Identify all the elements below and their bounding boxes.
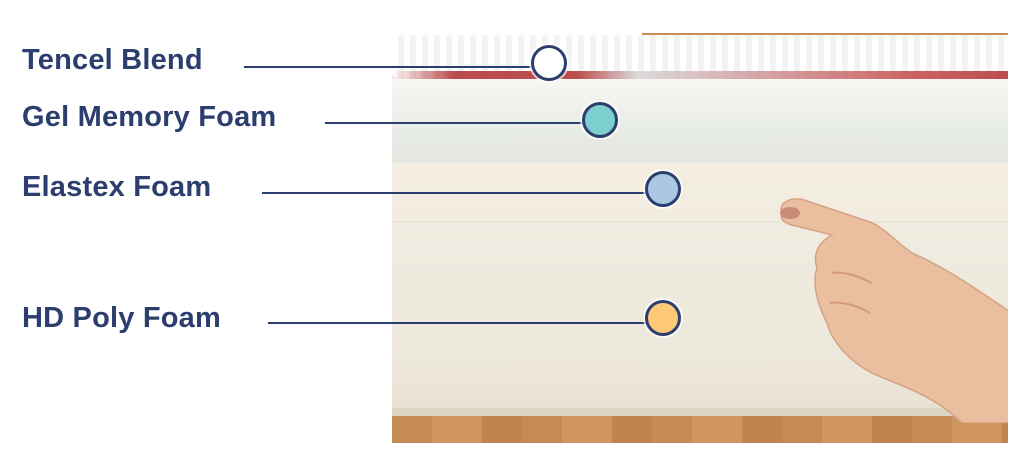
label-elastex-foam: Elastex Foam — [22, 171, 212, 203]
label-hd-poly-foam: HD Poly Foam — [22, 302, 221, 334]
leader-line-tencel-blend — [244, 66, 534, 68]
leader-line-gel-memory-foam — [325, 122, 585, 124]
hand-icon — [780, 198, 1008, 423]
cover-trim — [392, 71, 1008, 79]
leader-line-elastex-foam — [262, 192, 648, 194]
marker-dot-gel-memory-foam — [582, 102, 618, 138]
marker-dot-tencel-blend — [531, 45, 567, 81]
base-edge — [392, 408, 1008, 416]
marker-dot-elastex-foam — [645, 171, 681, 207]
mattress-photo — [392, 33, 1008, 443]
label-gel-memory-foam: Gel Memory Foam — [22, 101, 277, 133]
leader-line-hd-poly-foam — [268, 322, 648, 324]
bed-frame-wood — [392, 416, 1008, 443]
label-tencel-blend: Tencel Blend — [22, 44, 203, 76]
marker-dot-hd-poly-foam — [645, 300, 681, 336]
